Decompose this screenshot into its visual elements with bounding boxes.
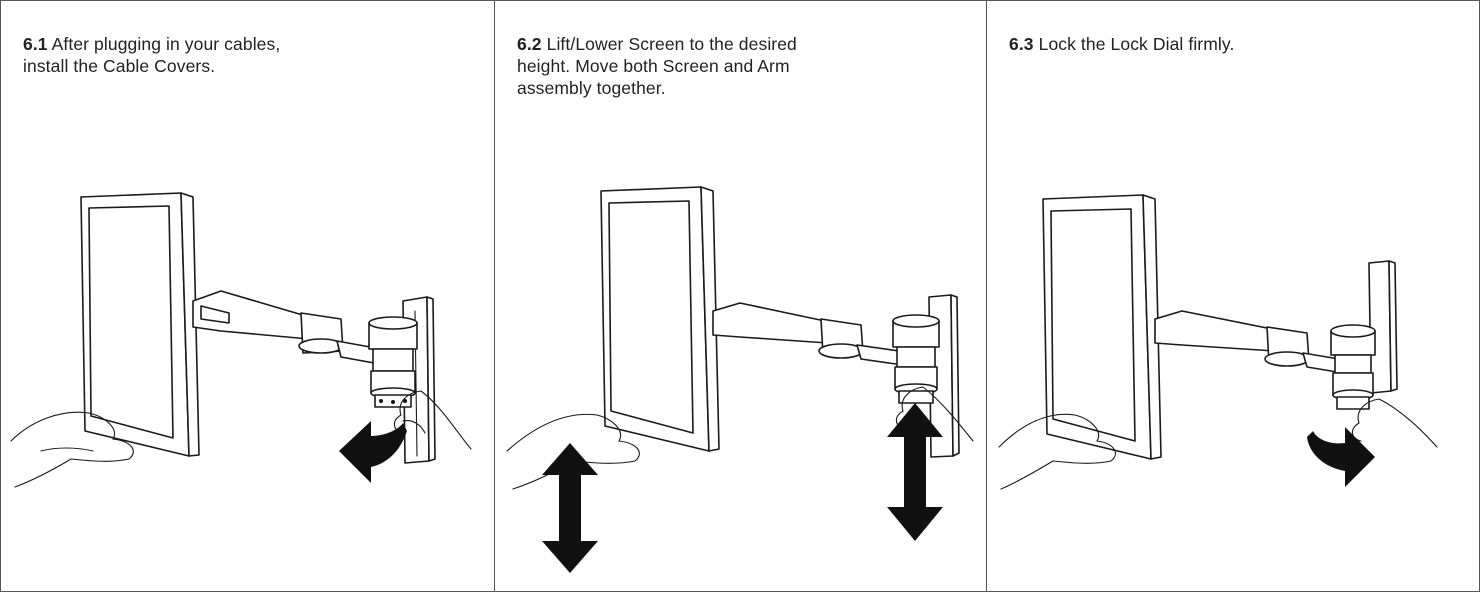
step-text-line-3: assembly together. bbox=[517, 78, 666, 98]
step-panel-3: 6.3 Lock the Lock Dial firmly. bbox=[987, 1, 1479, 592]
wall-pole bbox=[1369, 261, 1397, 393]
pole-mount bbox=[369, 317, 417, 407]
step-number: 6.1 bbox=[23, 34, 48, 54]
step-illustration-1 bbox=[1, 1, 495, 592]
step-panel-2: 6.2 Lift/Lower Screen to the desired hei… bbox=[495, 1, 987, 592]
step-text-line-1: Lock the Lock Dial firmly. bbox=[1038, 34, 1235, 54]
step-text-line-1: Lift/Lower Screen to the desired bbox=[546, 34, 797, 54]
step-illustration-2 bbox=[495, 1, 987, 573]
monitor-arm bbox=[193, 291, 385, 365]
pole-mount bbox=[1331, 325, 1375, 409]
vertical-double-arrow-icon bbox=[542, 443, 598, 573]
step-illustration-3 bbox=[987, 1, 1479, 592]
step-caption-2: 6.2 Lift/Lower Screen to the desired hei… bbox=[517, 33, 937, 99]
step-number: 6.2 bbox=[517, 34, 542, 54]
right-hand bbox=[394, 391, 471, 449]
rotate-right-arrow-icon bbox=[1307, 427, 1375, 487]
step-caption-1: 6.1 After plugging in your cables, insta… bbox=[23, 33, 443, 77]
step-text-line-2: height. Move both Screen and Arm bbox=[517, 56, 790, 76]
rotate-left-arrow-icon bbox=[339, 421, 407, 483]
monitor bbox=[1043, 195, 1161, 459]
step-panel-1: 6.1 After plugging in your cables, insta… bbox=[1, 1, 495, 592]
step-caption-3: 6.3 Lock the Lock Dial firmly. bbox=[1009, 33, 1429, 55]
monitor-arm bbox=[713, 303, 903, 365]
vertical-double-arrow-icon bbox=[887, 403, 943, 541]
right-hand bbox=[896, 387, 973, 441]
pole-mount bbox=[893, 315, 939, 403]
monitor bbox=[601, 187, 719, 451]
step-text-line-2: install the Cable Covers. bbox=[23, 56, 216, 76]
monitor bbox=[81, 193, 199, 456]
left-hand bbox=[11, 412, 133, 487]
step-number: 6.3 bbox=[1009, 34, 1034, 54]
step-text-line-1: After plugging in your cables, bbox=[51, 34, 281, 54]
left-hand bbox=[999, 414, 1115, 489]
monitor-arm bbox=[1155, 311, 1343, 373]
right-hand bbox=[1352, 399, 1437, 447]
